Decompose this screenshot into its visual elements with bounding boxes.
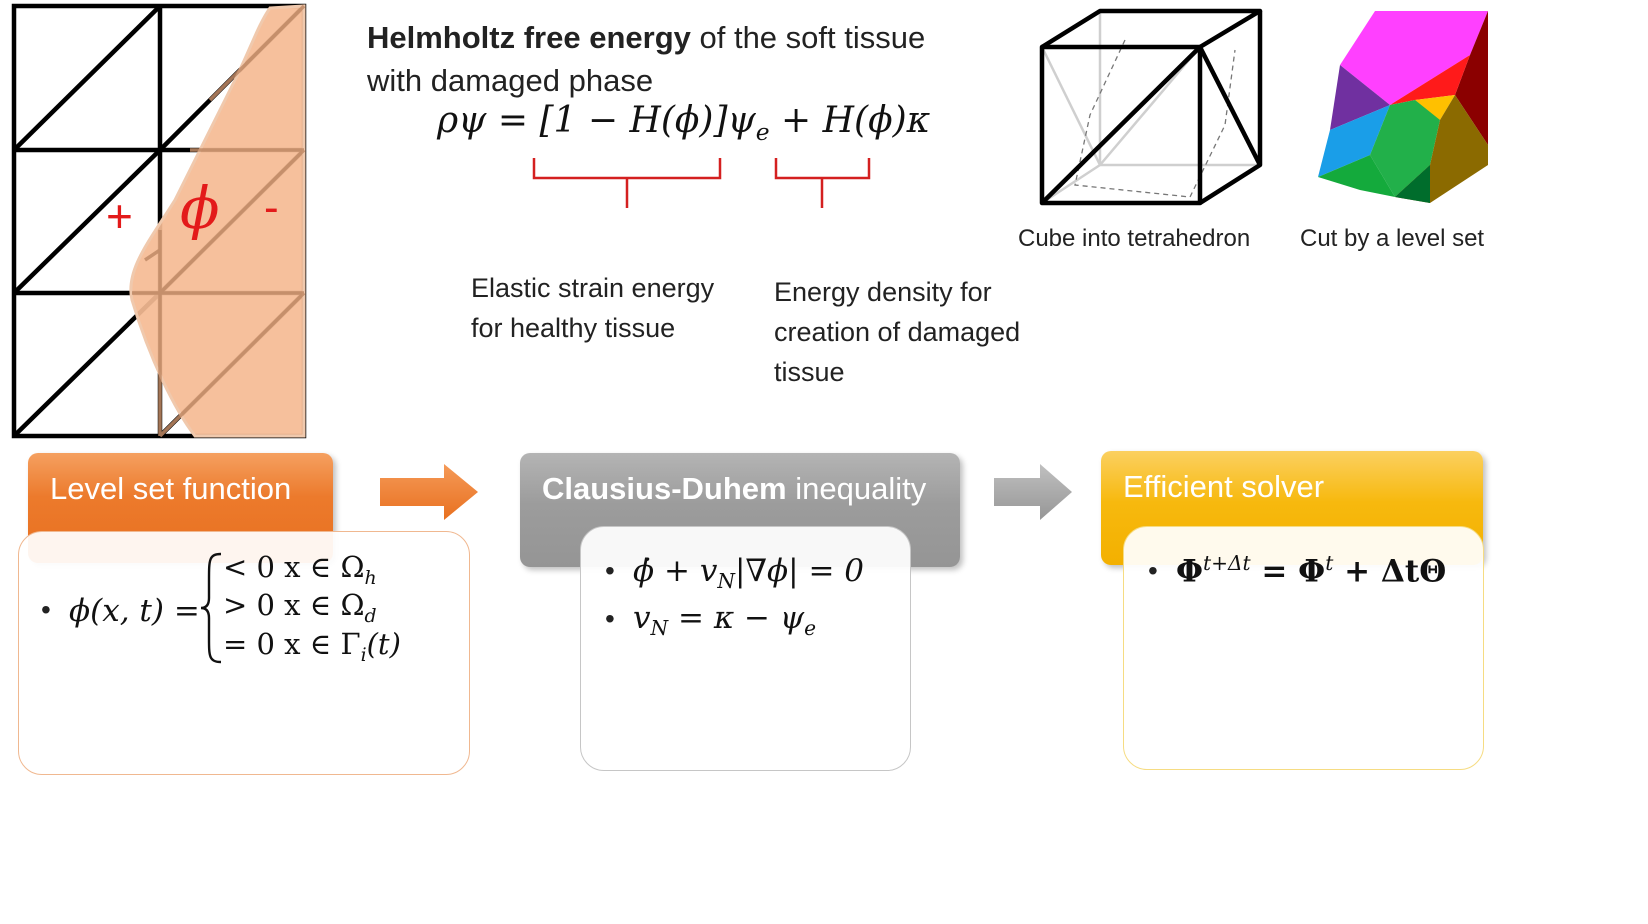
- energy-brace: [774, 158, 871, 208]
- phi-label: ϕ: [180, 174, 220, 242]
- title-rest: of the soft tissue: [690, 20, 926, 55]
- level-set-eq-lhs: ϕ(x, t) =: [69, 593, 200, 629]
- clausius-title: Clausius-Duhem inequality: [542, 471, 926, 507]
- elastic-annotation: Elastic strain energy for healthy tissue: [471, 268, 714, 348]
- energy-line3: tissue: [774, 357, 845, 387]
- arrow-right-gray-icon: [994, 464, 1072, 520]
- level-set-bullet: •: [41, 594, 51, 625]
- levelset-cut-figure: [1318, 11, 1488, 203]
- piecewise-brace: [200, 552, 222, 664]
- clausius-eq2-text: v: [633, 600, 651, 636]
- energy-line1: Energy density for: [774, 277, 992, 307]
- energy-line2: creation of damaged: [774, 317, 1021, 347]
- solver-bullet: •: [1148, 555, 1158, 586]
- case-1-text: < 0 x ∈ Ω: [223, 550, 365, 584]
- mesh-levelset-figure: + ϕ -: [11, 3, 307, 439]
- equation-sub-e: e: [755, 118, 770, 147]
- clausius-eq1-sub: N: [717, 569, 735, 594]
- clausius-card: • ϕ̇ + vN|∇ϕ| = 0 • vN = κ − ψe: [580, 526, 911, 771]
- solver-eq-tail: + ΔtΘ: [1333, 553, 1447, 590]
- case-1: < 0 x ∈ Ωh: [223, 550, 377, 589]
- clausius-title-rest: inequality: [786, 471, 927, 506]
- solver-eq-sup2: t: [1325, 551, 1334, 575]
- plus-label: +: [106, 190, 133, 242]
- case-3-sub: i: [360, 644, 367, 666]
- title-bold: Helmholtz free energy: [367, 20, 691, 55]
- levelset-caption: Cut by a level set: [1300, 225, 1485, 252]
- case-1-sub: h: [364, 567, 377, 589]
- clausius-bullet-1: •: [605, 555, 615, 586]
- case-2-text: > 0 x ∈ Ω: [223, 588, 365, 622]
- cube-caption: Cube into tetrahedron: [1018, 225, 1251, 252]
- case-3: = 0 x ∈ Γi(t): [223, 627, 401, 666]
- solver-title: Efficient solver: [1123, 469, 1325, 504]
- solver-eq-phi: Φ: [1176, 553, 1204, 590]
- clausius-eq2-sub2: e: [804, 616, 817, 641]
- level-set-title: Level set function: [50, 471, 292, 506]
- clausius-eq2-sub: N: [650, 616, 669, 641]
- clausius-title-bold: Clausius-Duhem: [542, 471, 787, 506]
- clausius-eq2-mid: = κ − ψ: [668, 600, 805, 636]
- solver-eq: Φt+Δt = Φt + ΔtΘ: [1176, 551, 1446, 589]
- clausius-eq-1: ϕ̇ + vN|∇ϕ| = 0: [633, 553, 864, 593]
- clausius-eq-2: vN = κ − ψe: [633, 600, 816, 640]
- energy-annotation: Energy density for creation of damaged t…: [774, 272, 1020, 392]
- helmholtz-title: Helmholtz free energy of the soft tissue: [367, 15, 925, 60]
- level-set-card: • ϕ(x, t) = < 0 x ∈ Ωh > 0 x ∈ Ωd = 0 x …: [18, 531, 470, 775]
- clausius-eq1-text: ϕ̇ + v: [633, 553, 718, 589]
- case-3-text: = 0 x ∈ Γ: [223, 627, 361, 661]
- elastic-line1: Elastic strain energy: [471, 273, 715, 303]
- clausius-eq1-tail: |∇ϕ| = 0: [734, 553, 865, 589]
- free-energy-equation: ρψ = [1 − H(ϕ)]ψe + H(ϕ)κ: [437, 100, 930, 146]
- clausius-bullet-2: •: [605, 603, 615, 634]
- solver-card: • Φt+Δt = Φt + ΔtΘ: [1123, 526, 1484, 770]
- solver-eq-sup: t+Δt: [1203, 551, 1251, 575]
- elastic-brace: [532, 158, 722, 208]
- minus-label: -: [264, 183, 279, 232]
- helmholtz-title-line2: with damaged phase: [367, 63, 654, 98]
- case-2: > 0 x ∈ Ωd: [223, 588, 377, 627]
- equation-lhs: ρψ = [1 − H(ϕ)]ψ: [437, 100, 756, 141]
- level-set-lhs: ϕ(x, t) =: [69, 593, 200, 629]
- arrow-right-orange-icon: [380, 464, 478, 520]
- case-2-sub: d: [364, 605, 377, 627]
- case-3-tail: (t): [366, 627, 401, 661]
- underbraces: [532, 158, 871, 208]
- cube-tetrahedron-figure: [1039, 8, 1263, 206]
- equation-rhs: + H(ϕ)κ: [769, 100, 931, 141]
- solver-eq-mid: = Φ: [1250, 553, 1326, 590]
- elastic-line2: for healthy tissue: [471, 313, 676, 343]
